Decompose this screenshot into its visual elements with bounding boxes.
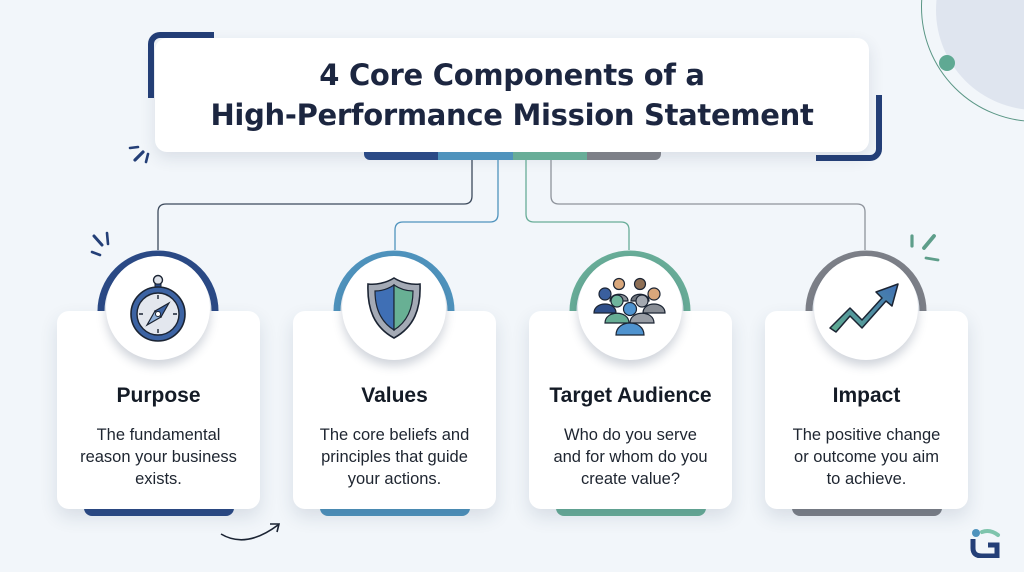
card-desc-values: The core beliefs and principles that gui…	[319, 426, 470, 488]
people-group-icon	[593, 277, 666, 336]
title-line-2: High-Performance Mission Statement	[210, 98, 814, 132]
color-bar-teal	[513, 152, 587, 160]
icon-ring-impact	[805, 250, 927, 312]
burst-impact	[910, 234, 940, 262]
burst-purpose	[90, 231, 110, 257]
icon-disc-impact	[814, 256, 918, 360]
title-card: 4 Core Components of a High-Performance …	[155, 38, 869, 152]
title-bracket-top-left	[148, 32, 214, 98]
card-desc-impact: The positive change or outcome you aim t…	[792, 426, 941, 488]
color-bar-gray	[587, 152, 661, 160]
icon-disc-purpose	[106, 256, 210, 360]
icon-ring-target-audience	[569, 250, 691, 312]
icon-ring-values	[333, 250, 455, 312]
color-bar-blue	[438, 152, 513, 160]
burst-left-title	[128, 145, 150, 164]
card-desc-target-audience: Who do you serve and for whom do you cre…	[553, 426, 708, 488]
title-bracket-bottom-right	[816, 95, 882, 161]
trending-up-arrow-icon	[829, 283, 899, 333]
curved-arrow-icon	[220, 523, 281, 541]
color-bar-navy	[364, 152, 438, 160]
card-title-values: Values	[361, 384, 428, 407]
decorative-dot	[939, 55, 955, 71]
icon-disc-target-audience	[578, 256, 682, 360]
shield-icon	[367, 277, 421, 339]
icon-ring-purpose	[97, 250, 219, 312]
card-title-impact: Impact	[832, 384, 901, 407]
card-title-purpose: Purpose	[116, 384, 201, 407]
compass-icon	[130, 274, 186, 342]
icon-disc-values	[342, 256, 446, 360]
card-title-target-audience: Target Audience	[549, 384, 712, 407]
brand-logo-icon	[970, 529, 1000, 558]
title-line-1: 4 Core Components of a	[319, 58, 705, 92]
card-desc-purpose: The fundamental reason your business exi…	[80, 426, 237, 488]
